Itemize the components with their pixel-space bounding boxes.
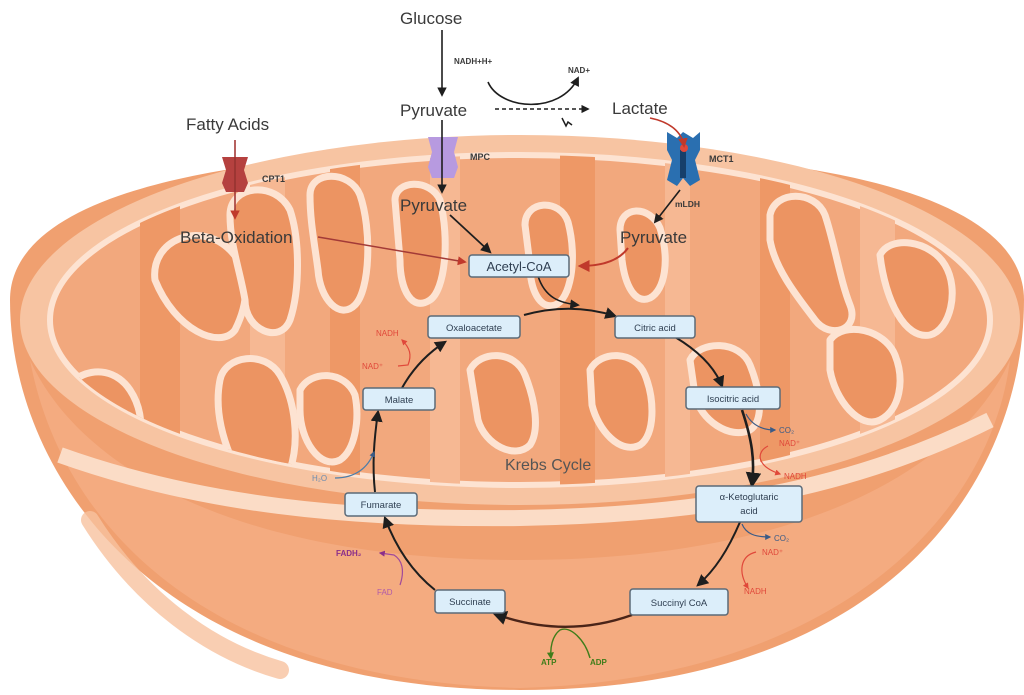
mldh-label: mLDH [675,199,700,209]
cursor-mark [561,117,573,128]
malate-label: Malate [385,395,414,406]
iso-nad-label: NAD⁺ [779,439,800,448]
fatty-acids-label: Fatty Acids [186,115,269,134]
akg-to-succinylcoa-arrow [696,521,741,587]
mct-pyruvate-to-acetylcoa-arrow [577,247,629,272]
acetyl-coa-label: Acetyl-CoA [486,259,551,274]
fad-fadh2-arrow [378,550,404,586]
oxaloacetate-box[interactable]: Oxaloacetate [427,315,521,339]
isocitric-acid-box[interactable]: Isocitric acid [685,386,781,410]
nad-plus-label: NAD+ [568,66,590,75]
iso-nadh-label: NADH [784,472,807,481]
fumarate-label: Fumarate [361,500,402,511]
succinylcoa-to-succinate-arrow [492,611,633,629]
lower-membrane-band [57,412,994,527]
acetyl-coa-box[interactable]: Acetyl-CoA [468,254,570,278]
adp-label: ADP [590,658,608,667]
mldh-arrow [653,189,681,224]
h2o-label: H₂O [312,474,327,483]
oxaloacetate-to-citric-arrow [523,307,618,319]
mct1-transporter [667,132,700,186]
succinate-label: Succinate [449,597,491,608]
iso-nadh-arrow [759,445,782,476]
alpha-ketoglutaric-label-2: acid [740,506,757,517]
succinyl-coa-label: Succinyl CoA [651,598,708,609]
oxaloacetate-label: Oxaloacetate [446,323,502,334]
cpt1-label: CPT1 [262,174,285,184]
akg-nad-label: NAD⁺ [762,548,783,557]
akg-nadh-label: NADH [744,587,767,596]
atp-label: ATP [541,658,557,667]
malate-box[interactable]: Malate [362,387,436,411]
akg-co2-arrow [741,523,772,540]
glucose-label: Glucose [400,9,462,28]
acetylcoa-into-cycle-arrow [537,275,580,309]
akg-nadh-arrow [741,551,757,590]
malate-nadh-arrow [397,339,411,367]
citric-acid-label: Citric acid [634,323,676,334]
beta-ox-to-acetylcoa-arrow [317,236,467,266]
alpha-ketoglutaric-label: α-Ketoglutaric [720,492,779,503]
citric-acid-box[interactable]: Citric acid [614,315,696,339]
akg-co2-label: CO₂ [774,534,789,543]
alpha-ketoglutaric-box[interactable]: α-Ketoglutaric acid [695,485,803,523]
succinate-box[interactable]: Succinate [434,589,506,614]
succinyl-coa-box[interactable]: Succinyl CoA [629,588,729,616]
cytosol-pyruvate-label: Pyruvate [400,101,467,120]
mct-pyruvate-label: Pyruvate [620,228,687,247]
highlight [81,511,289,679]
mpc-pyruvate-label: Pyruvate [400,196,467,215]
nadh-nad-arc [487,76,579,106]
fumarate-box[interactable]: Fumarate [344,492,418,517]
mpc-transporter [428,137,458,178]
beta-oxidation-label: Beta-Oxidation [180,228,292,247]
outer-shading [30,360,1010,688]
pyruvate-to-acetylcoa-arrow [449,214,492,254]
mct1-label: MCT1 [709,154,734,164]
iso-co2-label: CO₂ [779,426,794,435]
isocitric-to-akg-arrow [740,409,762,489]
iso-co2-arrow [745,413,777,433]
krebs-cycle-title: Krebs Cycle [505,457,591,474]
malate-to-oxaloacetate-arrow [401,340,448,389]
atp-adp-arrow [546,628,591,660]
succinate-to-fumarate-arrow [382,515,436,591]
lactate-to-mct1-arrow [649,117,688,148]
malate-nadh-label: NADH [376,329,399,338]
fad-label: FAD [377,588,393,597]
cristae-walls [56,155,956,485]
isocitric-acid-label: Isocitric acid [707,394,759,405]
fadh2-label: FADH₂ [336,549,362,558]
h2o-arrow [334,450,376,479]
malate-nad-label: NAD⁺ [362,362,383,371]
mpc-label: MPC [470,152,491,162]
lactate-label: Lactate [612,99,668,118]
nadh-h-label: NADH+H+ [454,57,493,66]
citric-to-isocitric-arrow [674,336,725,389]
